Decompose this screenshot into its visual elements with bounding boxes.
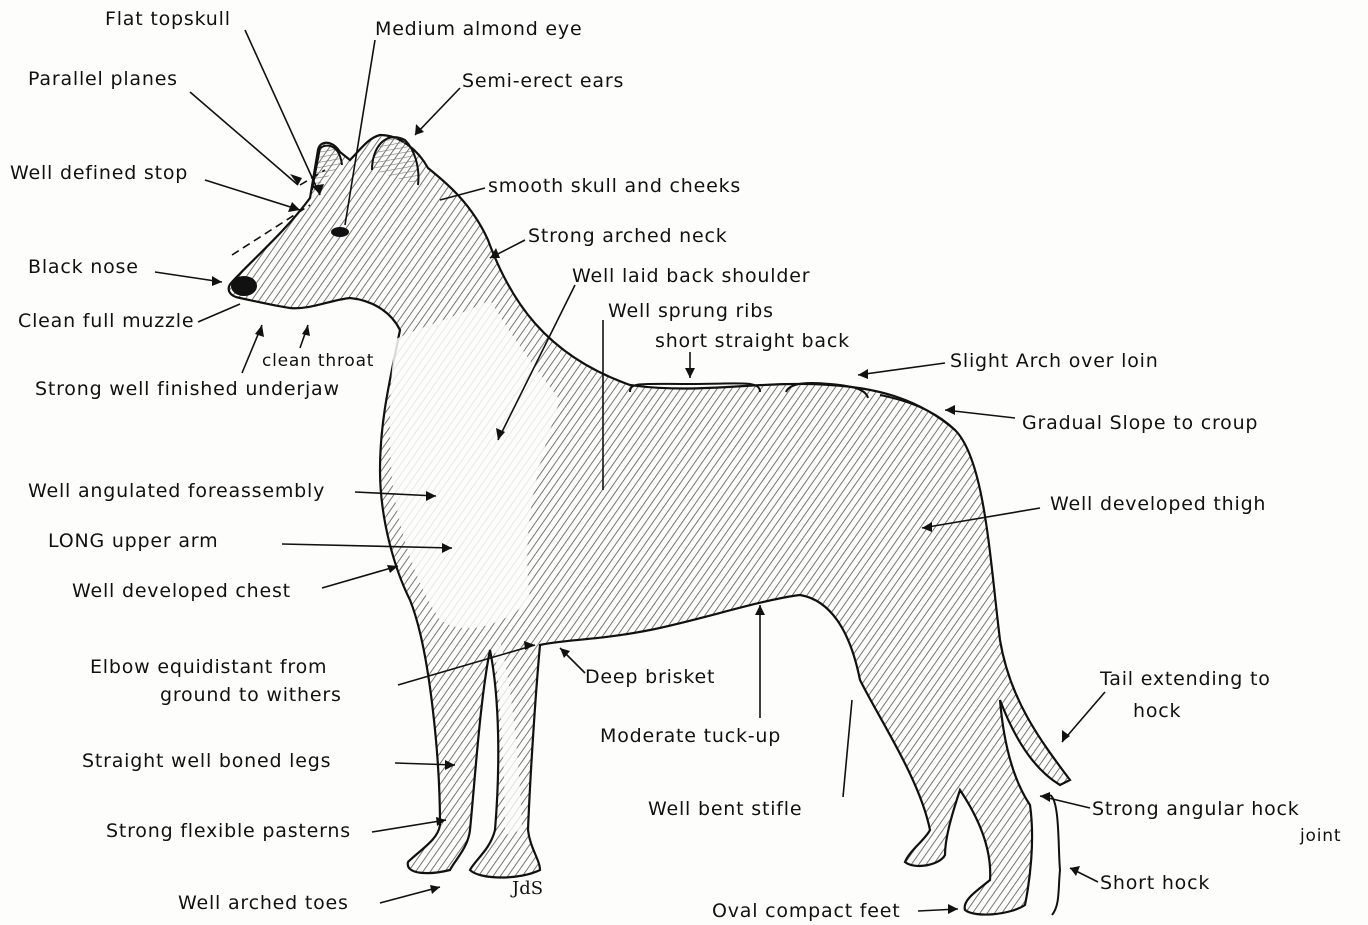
label-oval-feet: Oval compact feet (712, 900, 901, 922)
label-elbow-line1: Elbow equidistant from (90, 656, 327, 678)
label-smooth-skull: smooth skull and cheeks (488, 175, 741, 197)
label-straight-legs: Straight well boned legs (82, 750, 331, 772)
nose-shape (231, 276, 257, 296)
label-short-straight-back: short straight back (655, 330, 850, 352)
eye-shape (331, 227, 349, 237)
label-strong-arched-neck: Strong arched neck (528, 225, 728, 247)
label-well-laid-back-shoulder: Well laid back shoulder (572, 265, 810, 287)
label-slight-arch: Slight Arch over loin (950, 350, 1159, 372)
artist-signature: JdS (512, 878, 543, 899)
label-black-nose: Black nose (28, 256, 139, 278)
label-medium-almond-eye: Medium almond eye (375, 18, 582, 40)
label-semi-erect-ears: Semi-erect ears (462, 70, 624, 92)
label-parallel-planes: Parallel planes (28, 68, 178, 90)
label-clean-full-muzzle: Clean full muzzle (18, 310, 194, 332)
label-gradual-slope: Gradual Slope to croup (1022, 412, 1258, 434)
label-strong-underjaw: Strong well finished underjaw (35, 378, 340, 400)
label-deep-brisket: Deep brisket (585, 666, 715, 688)
label-long-upper-arm: LONG upper arm (48, 530, 218, 552)
label-moderate-tuck-up: Moderate tuck-up (600, 725, 781, 747)
hock-bracket (1050, 795, 1060, 915)
label-tail-line2: hock (1133, 700, 1181, 722)
label-well-developed-chest: Well developed chest (72, 580, 291, 602)
label-tail-line1: Tail extending to (1100, 668, 1271, 690)
label-short-hock: Short hock (1100, 872, 1210, 894)
label-strong-hock-line2: joint (1300, 825, 1341, 847)
label-elbow-line2: ground to withers (160, 684, 342, 706)
label-strong-pasterns: Strong flexible pasterns (106, 820, 351, 842)
label-well-bent-stifle: Well bent stifle (648, 798, 802, 820)
label-strong-hock-line1: Strong angular hock (1092, 798, 1300, 820)
label-well-defined-stop: Well defined stop (10, 162, 188, 184)
label-well-developed-thigh: Well developed thigh (1050, 493, 1266, 515)
label-clean-throat: clean throat (262, 350, 374, 372)
label-well-angulated-foreassembly: Well angulated foreassembly (28, 480, 325, 502)
label-flat-topskull: Flat topskull (105, 8, 231, 30)
label-well-sprung-ribs: Well sprung ribs (608, 300, 774, 322)
label-well-arched-toes: Well arched toes (178, 892, 349, 914)
